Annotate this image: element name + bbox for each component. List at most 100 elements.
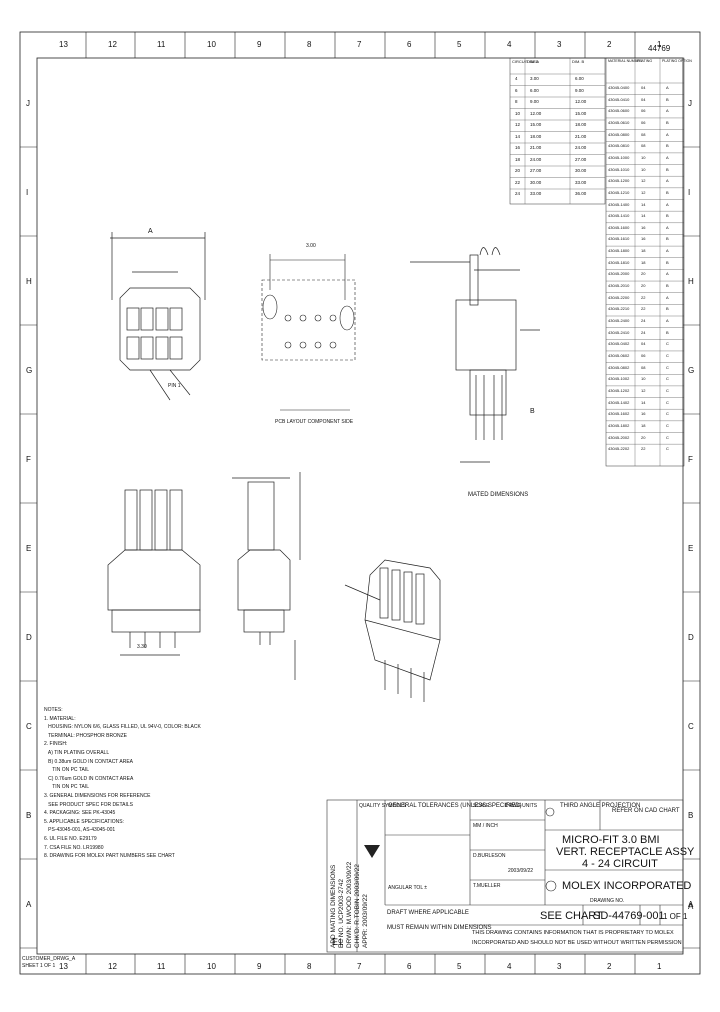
chart-cell: 6.00 xyxy=(530,87,539,93)
note-line: 1. MATERIAL: xyxy=(44,715,76,722)
parts-cell: 43045-0800 xyxy=(608,131,630,137)
refer-cad-label: REFER ON CAD CHART xyxy=(612,808,680,814)
company-name: MOLEX INCORPORATED xyxy=(562,880,692,892)
dim-300-label: 3.00 xyxy=(306,243,316,249)
parts-cell: 43045-1600 xyxy=(608,224,630,230)
parts-cell: 12 xyxy=(641,189,646,195)
parts-cell: 43045-0810 xyxy=(608,143,630,149)
parts-cell: 16 xyxy=(641,224,646,230)
projection-label: THIRD ANGLE PROJECTION xyxy=(560,803,641,809)
chart-cell: 20 xyxy=(515,168,521,173)
chart-cell: 27.00 xyxy=(530,168,542,173)
zone-label-right: I xyxy=(688,188,691,197)
zone-label-left: F xyxy=(26,455,31,464)
parts-cell: 43045-2002 xyxy=(608,434,630,440)
chart-cell: 6 xyxy=(515,87,518,93)
zone-label-left: G xyxy=(26,366,33,375)
parts-cell: A xyxy=(666,318,669,323)
note-line: HOUSING: NYLON 6/6, GLASS FILLED, UL 94V… xyxy=(44,724,201,731)
parts-cell: C xyxy=(666,399,669,405)
note-line: A) TIN PLATING OVERALL xyxy=(44,749,110,756)
front-view xyxy=(107,489,201,656)
parts-cell: B xyxy=(666,213,669,219)
projection-circle-icon xyxy=(545,807,555,817)
parts-cell: 43045-1410 xyxy=(608,213,630,219)
zone-label-left: D xyxy=(26,633,32,642)
title-block-grid xyxy=(326,799,684,953)
chart-cell: 10 xyxy=(515,110,521,116)
parts-cell: 43045-1000 xyxy=(608,154,630,160)
parts-cell: 43045-2400 xyxy=(608,318,630,323)
zone-label-bottom: 10 xyxy=(207,962,216,971)
chart-cell: 12.00 xyxy=(575,99,587,104)
zone-label-right: H xyxy=(688,277,694,286)
parts-cell: A xyxy=(666,294,669,300)
parts-cell: 43045-1800 xyxy=(608,248,630,254)
chart-cell: 15.00 xyxy=(530,122,542,127)
parts-cell: 20 xyxy=(641,271,646,277)
chart-cell: 24.00 xyxy=(530,156,542,162)
note-line: 7. CSA FILE NO. LR19980 xyxy=(44,844,104,851)
parts-cell: 43045-0400 xyxy=(608,85,630,90)
parts-cell: 24 xyxy=(641,318,646,323)
parts-cell: 43045-0410 xyxy=(608,96,630,102)
parts-cell: 43045-1602 xyxy=(608,411,630,417)
mated-side-view xyxy=(410,247,540,463)
zone-label-left: A xyxy=(26,900,32,909)
parts-cell: 43045-2410 xyxy=(608,329,630,335)
zone-label-left: B xyxy=(26,811,32,820)
zone-label-bottom: 6 xyxy=(407,962,412,971)
zone-label-right: F xyxy=(688,455,693,464)
parts-cell: B xyxy=(666,119,669,125)
chart-cell: 4 xyxy=(515,76,518,81)
chart-header: CIRCUIT SIZE xyxy=(512,59,539,64)
parts-cell: C xyxy=(666,411,669,417)
zone-label-top: 5 xyxy=(457,40,462,49)
note-line: 3. GENERAL DIMENSIONS FOR REFERENCE xyxy=(44,792,151,799)
revision-line: DRWN: M.WOOD 2003/09/22 xyxy=(346,861,353,948)
top-view xyxy=(110,232,206,401)
zone-label-right: G xyxy=(688,366,695,375)
zone-label-top: 3 xyxy=(557,40,562,49)
parts-cell: 04 xyxy=(641,96,646,102)
drawing-number: SD-44769-001 xyxy=(593,910,665,922)
chart-cell: 8 xyxy=(515,99,518,104)
chart-cell: 12 xyxy=(515,122,521,127)
parts-cell: C xyxy=(666,376,669,382)
zone-label-bottom: 3 xyxy=(557,962,562,971)
quality-symbol-icon xyxy=(364,845,380,858)
pcb-layout-label: PCB LAYOUT COMPONENT SIDE xyxy=(275,419,354,425)
note-line: SEE PRODUCT SPEC FOR DETAILS xyxy=(44,801,133,808)
pin1-label: PIN 1 xyxy=(168,383,181,389)
zone-label-top: 13 xyxy=(59,40,68,49)
zone-label-top: 10 xyxy=(207,40,216,49)
draft-note: DRAFT WHERE APPLICABLE xyxy=(387,910,469,916)
chart-cell: 21.00 xyxy=(530,145,542,150)
parts-cell: 14 xyxy=(641,201,646,207)
chart-cell: 15.00 xyxy=(575,110,587,116)
parts-cell: A xyxy=(666,201,669,207)
zone-label-right: B xyxy=(688,811,694,820)
parts-cell: 06 xyxy=(641,352,646,358)
title-line-1: MICRO-FIT 3.0 BMI xyxy=(562,834,660,846)
note-line: 6. UL FILE NO. E29179 xyxy=(44,835,97,842)
notes-block: NOTES: 1. MATERIAL: HOUSING: NYLON 6/6, … xyxy=(44,706,201,861)
parts-cell: B xyxy=(666,236,669,242)
parts-cell: B xyxy=(666,259,669,265)
parts-cell: 22 xyxy=(641,294,646,300)
general-tolerances-label: GENERAL TOLERANCES (UNLESS SPECIFIED) xyxy=(388,803,522,809)
zone-label-top: 12 xyxy=(108,40,117,49)
parts-cell: C xyxy=(666,341,669,347)
parts-header: MATERIAL NUMBER xyxy=(608,59,643,63)
parts-cell: 18 xyxy=(641,422,646,428)
molex-logo-icon xyxy=(545,880,557,892)
pcb-layout xyxy=(261,254,356,411)
chart-header: DIM. A xyxy=(527,59,540,64)
parts-cell: A xyxy=(666,85,669,90)
parts-cell: 43045-2210 xyxy=(608,306,630,312)
parts-cell: A xyxy=(666,108,669,114)
zone-label-top: 7 xyxy=(357,40,362,49)
chart-cell: 14 xyxy=(515,133,521,139)
parts-cell: 08 xyxy=(641,131,646,137)
